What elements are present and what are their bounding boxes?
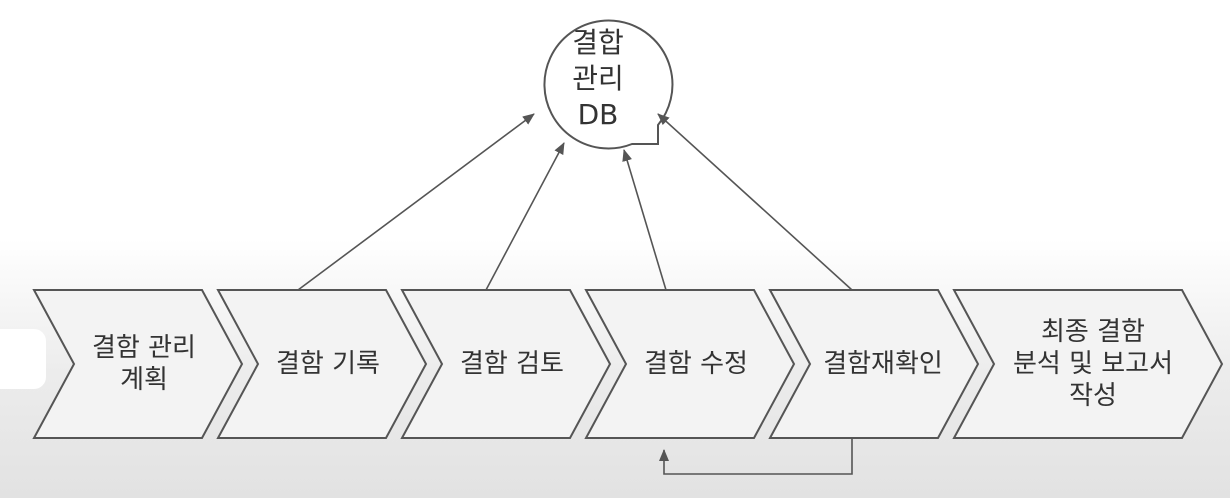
step-label-2: 결함 기록	[276, 349, 380, 379]
side-tab	[0, 329, 46, 389]
step-shape-6	[952, 289, 1224, 439]
step-label-5: 결함재확인	[823, 349, 943, 379]
db-label: 결합 관리 DB	[572, 26, 624, 131]
arrow-fix-to-db	[622, 149, 667, 291]
step-label-3: 결함 검토	[460, 349, 564, 379]
step-shape-5	[768, 289, 980, 439]
step-label-4: 결함 수정	[644, 349, 748, 379]
arrow-record-to-db	[297, 113, 535, 291]
arrow-recheck-to-fix-loop	[659, 438, 853, 475]
step-shape-3	[400, 289, 612, 439]
step-shape-4	[584, 289, 796, 439]
arrow-review-to-db	[485, 142, 565, 291]
step-label-1: 결함 관리 계획	[92, 333, 196, 395]
arrow-recheck-to-db	[657, 113, 853, 291]
db-node	[543, 19, 674, 150]
step-shape-1	[32, 289, 244, 439]
step-label-6: 최종 결함 분석 및 보고서 작성	[1012, 317, 1174, 411]
step-shape-2	[216, 289, 428, 439]
